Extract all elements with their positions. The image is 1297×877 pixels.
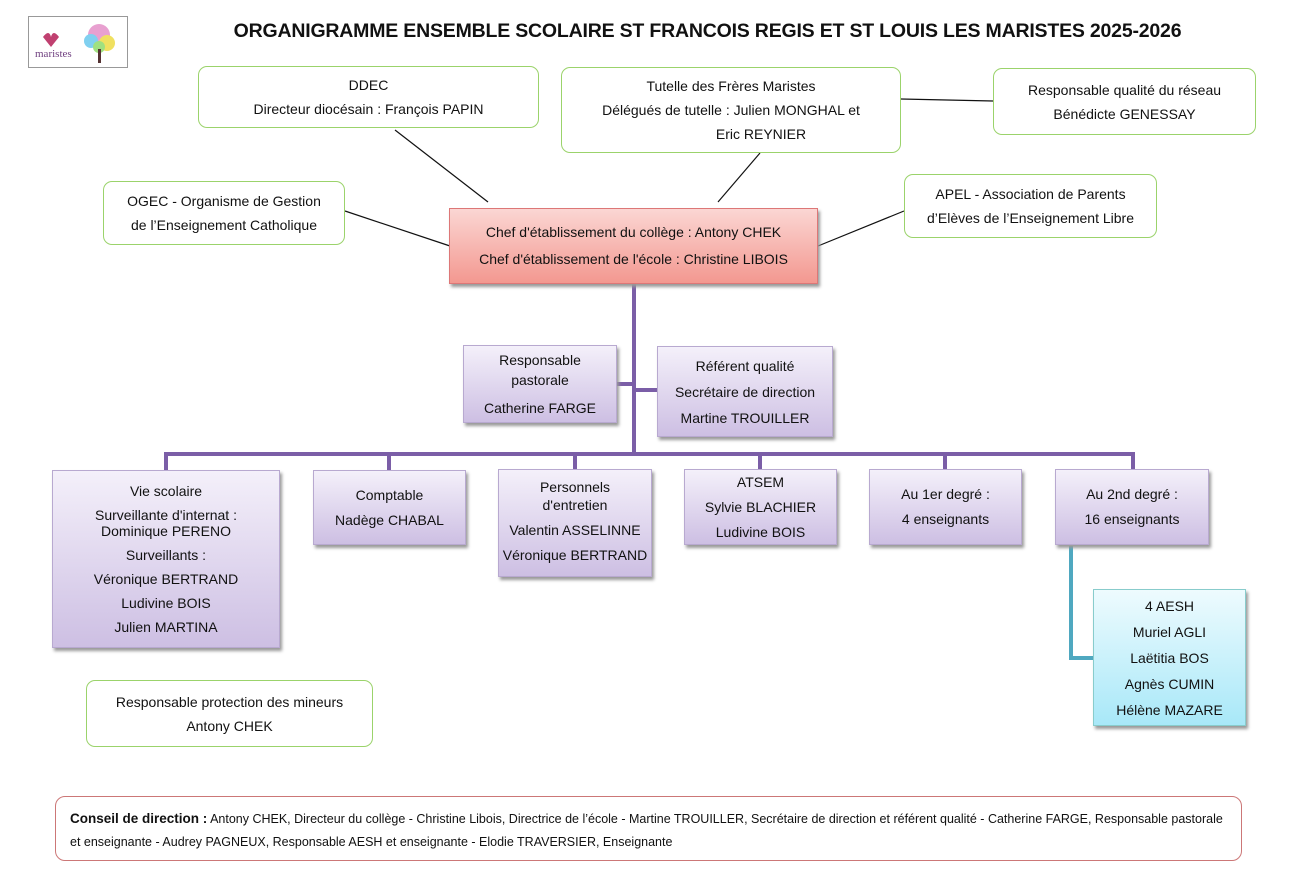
ogec-line-1: OGEC - Organisme de Gestion	[127, 193, 321, 209]
pastorale-name: Catherine FARGE	[483, 400, 597, 416]
atsem-name: Ludivine BOIS	[715, 523, 806, 540]
protection-title: Responsable protection des mineurs	[115, 693, 344, 710]
tutelle-title: Tutelle des Frères Maristes	[646, 78, 816, 94]
line-aesh	[1069, 546, 1093, 660]
qualite-reseau-name: Bénédicte GENESSAY	[1053, 105, 1196, 122]
tutelle-box: Tutelle des Frères Maristes Délégués de …	[561, 67, 901, 153]
conseil-label: Conseil de direction :	[70, 811, 208, 826]
apel-line-1: APEL - Association de Parents	[935, 186, 1126, 202]
degre1-title: Au 1er degré :	[901, 486, 990, 502]
chef-ecole: Chef d'établissement de l'école : Christ…	[479, 251, 788, 267]
pastorale-box: Responsable pastorale Catherine FARGE	[463, 345, 617, 423]
atsem-title: ATSEM	[736, 473, 785, 490]
vie-scolaire-line: Surveillante d'internat :	[95, 507, 237, 523]
chef-etablissement-box: Chef d'établissement du collège : Antony…	[449, 208, 818, 284]
apel-box: APEL - Association de Parents d’Elèves d…	[904, 174, 1157, 238]
ogec-box: OGEC - Organisme de Gestion de l’Enseign…	[103, 181, 345, 245]
qualite-reseau-title: Responsable qualité du réseau	[1027, 81, 1222, 98]
entretien-name: Valentin ASSELINNE	[509, 522, 641, 538]
entretien-line-1: Personnels	[539, 479, 611, 495]
conseil-direction-box: Conseil de direction : Antony CHEK, Dire…	[55, 796, 1242, 861]
chef-college: Chef d'établissement du collège : Antony…	[485, 224, 782, 240]
degre1-count: 4 enseignants	[901, 511, 990, 527]
tutelle-delegates: Délégués de tutelle : Julien MONGHAL et	[602, 102, 860, 118]
aesh-title: 4 AESH	[1144, 597, 1195, 614]
degre1-box: Au 1er degré : 4 enseignants	[869, 469, 1022, 545]
line-apel	[817, 210, 905, 247]
protection-mineurs-box: Responsable protection des mineurs Anton…	[86, 680, 373, 747]
atsem-name: Sylvie BLACHIER	[704, 498, 817, 515]
comptable-name: Nadège CHABAL	[335, 511, 444, 528]
aesh-name: Agnès CUMIN	[1124, 675, 1215, 692]
apel-line-2: d’Elèves de l’Enseignement Libre	[926, 210, 1134, 226]
entretien-box: Personnels d'entretien Valentin ASSELINN…	[498, 469, 652, 577]
referent-line-2: Secrétaire de direction	[674, 383, 816, 400]
vie-scolaire-box: Vie scolaire Surveillante d'internat : D…	[52, 470, 280, 648]
vie-scolaire-line: Véronique BERTRAND	[93, 571, 239, 587]
atsem-box: ATSEM Sylvie BLACHIER Ludivine BOIS	[684, 469, 837, 545]
ogec-line-2: de l’Enseignement Catholique	[130, 217, 317, 233]
conseil-members: Antony CHEK, Directeur du collège - Chri…	[70, 812, 1223, 849]
logo: maristes	[28, 16, 128, 68]
ddec-director: Directeur diocésain : François PAPIN	[253, 101, 484, 117]
line-ddec	[394, 129, 489, 203]
vie-scolaire-line: Surveillants :	[125, 547, 207, 563]
vie-scolaire-title: Vie scolaire	[129, 483, 203, 499]
referent-box: Référent qualité Secrétaire de direction…	[657, 346, 833, 437]
vie-scolaire-line: Dominique PERENO	[101, 523, 231, 539]
pastorale-line-2: pastorale	[511, 372, 569, 388]
aesh-box: 4 AESH Muriel AGLI Laëtitia BOS Agnès CU…	[1093, 589, 1246, 726]
qualite-reseau-box: Responsable qualité du réseau Bénédicte …	[993, 68, 1256, 135]
referent-line-1: Référent qualité	[695, 357, 795, 374]
aesh-name: Muriel AGLI	[1132, 623, 1207, 640]
svg-text:maristes: maristes	[35, 48, 72, 60]
ddec-box: DDEC Directeur diocésain : François PAPI…	[198, 66, 539, 128]
page-title: ORGANIGRAMME ENSEMBLE SCOLAIRE ST FRANCO…	[233, 20, 1182, 42]
line-qualite-reseau	[900, 98, 994, 102]
aesh-name: Laëtitia BOS	[1130, 649, 1209, 666]
vie-scolaire-line: Julien MARTINA	[114, 619, 218, 635]
pastorale-line-1: Responsable	[499, 352, 581, 368]
entretien-line-2: d'entretien	[542, 497, 608, 513]
degre2-box: Au 2nd degré : 16 enseignants	[1055, 469, 1209, 545]
entretien-name: Véronique BERTRAND	[502, 547, 648, 563]
ddec-title: DDEC	[348, 77, 389, 93]
referent-name: Martine TROUILLER	[680, 409, 810, 426]
line-ogec	[344, 210, 451, 247]
tutelle-delegates-2: Eric REYNIER	[715, 126, 807, 142]
protection-name: Antony CHEK	[186, 717, 273, 734]
degre2-title: Au 2nd degré :	[1086, 486, 1178, 502]
degre2-count: 16 enseignants	[1084, 511, 1180, 527]
comptable-title: Comptable	[355, 486, 424, 503]
line-tutelle	[717, 152, 761, 203]
vie-scolaire-line: Ludivine BOIS	[121, 595, 211, 611]
aesh-name: Hélène MAZARE	[1116, 701, 1223, 718]
comptable-box: Comptable Nadège CHABAL	[313, 470, 466, 545]
